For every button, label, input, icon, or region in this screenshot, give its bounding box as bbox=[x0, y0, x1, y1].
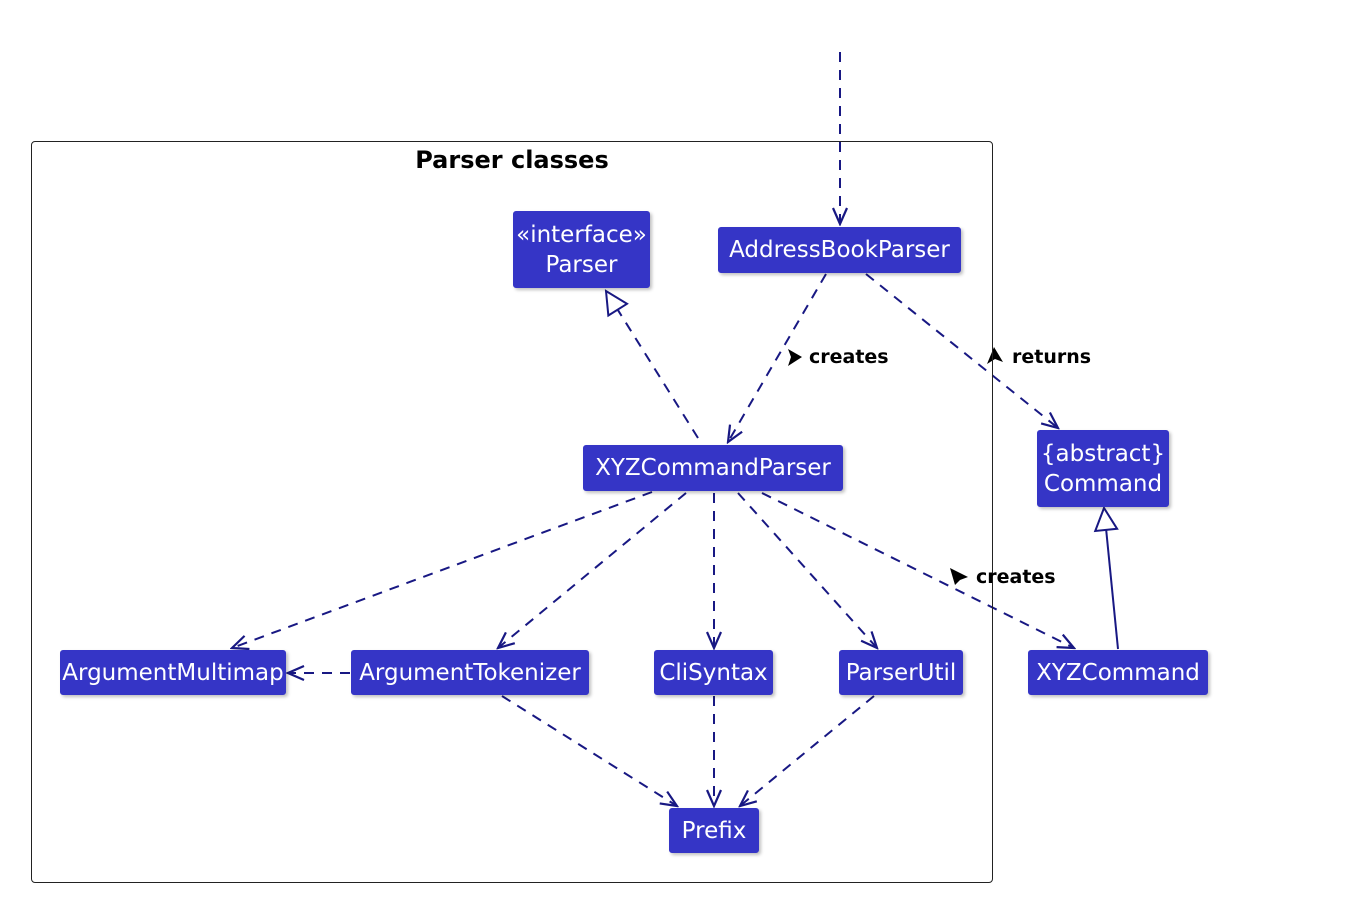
arrow-up-icon bbox=[987, 347, 1003, 364]
package-title: Parser classes bbox=[415, 146, 609, 174]
class-parser-interface[interactable]: «interface» Parser bbox=[513, 211, 650, 288]
arrow-up-left-icon bbox=[950, 568, 968, 585]
class-argumentmultimap[interactable]: ArgumentMultimap bbox=[60, 650, 286, 695]
class-argumenttokenizer[interactable]: ArgumentTokenizer bbox=[351, 650, 589, 695]
class-name: ArgumentMultimap bbox=[62, 659, 284, 686]
class-stereotype: {abstract} bbox=[1040, 440, 1166, 467]
class-name: AddressBookParser bbox=[729, 237, 950, 263]
arrow-right-icon bbox=[788, 349, 802, 366]
class-name: Command bbox=[1043, 470, 1163, 497]
edge-addressbook-creates-xyzparser bbox=[728, 273, 827, 442]
class-xyzcommandparser[interactable]: XYZCommandParser bbox=[583, 445, 843, 491]
class-addressbookparser[interactable]: AddressBookParser bbox=[718, 227, 961, 273]
class-name: Parser bbox=[545, 251, 618, 278]
class-name: ParserUtil bbox=[845, 659, 957, 686]
edge-xyzcommand-extends-command bbox=[1104, 508, 1119, 650]
edge-xyzparser-argumentmultimap bbox=[232, 491, 653, 648]
class-name: XYZCommandParser bbox=[595, 455, 831, 481]
class-name: CliSyntax bbox=[659, 659, 768, 686]
class-stereotype: «interface» bbox=[516, 221, 647, 248]
label-returns-command: returns bbox=[1012, 346, 1092, 368]
package-frame bbox=[31, 141, 993, 883]
edge-parserutil-prefix bbox=[740, 695, 875, 806]
class-name: Prefix bbox=[681, 817, 747, 844]
label-creates-xyzcommand: creates bbox=[976, 566, 1056, 588]
class-xyzcommand[interactable]: XYZCommand bbox=[1028, 650, 1208, 695]
class-clisyntax[interactable]: CliSyntax bbox=[654, 650, 773, 695]
class-command-abstract[interactable]: {abstract} Command bbox=[1037, 430, 1169, 507]
class-name: XYZCommand bbox=[1036, 659, 1200, 686]
class-name: ArgumentTokenizer bbox=[359, 659, 581, 686]
edge-addressbook-returns-command bbox=[865, 273, 1058, 428]
edge-xyzparser-realizes-parser bbox=[606, 291, 699, 439]
edge-xyzparser-creates-xyzcommand bbox=[761, 492, 1074, 648]
edge-xyzparser-argumenttokenizer bbox=[498, 492, 687, 648]
class-parserutil[interactable]: ParserUtil bbox=[839, 650, 963, 695]
label-creates-xyzparser: creates bbox=[809, 346, 889, 368]
class-prefix[interactable]: Prefix bbox=[669, 808, 759, 853]
